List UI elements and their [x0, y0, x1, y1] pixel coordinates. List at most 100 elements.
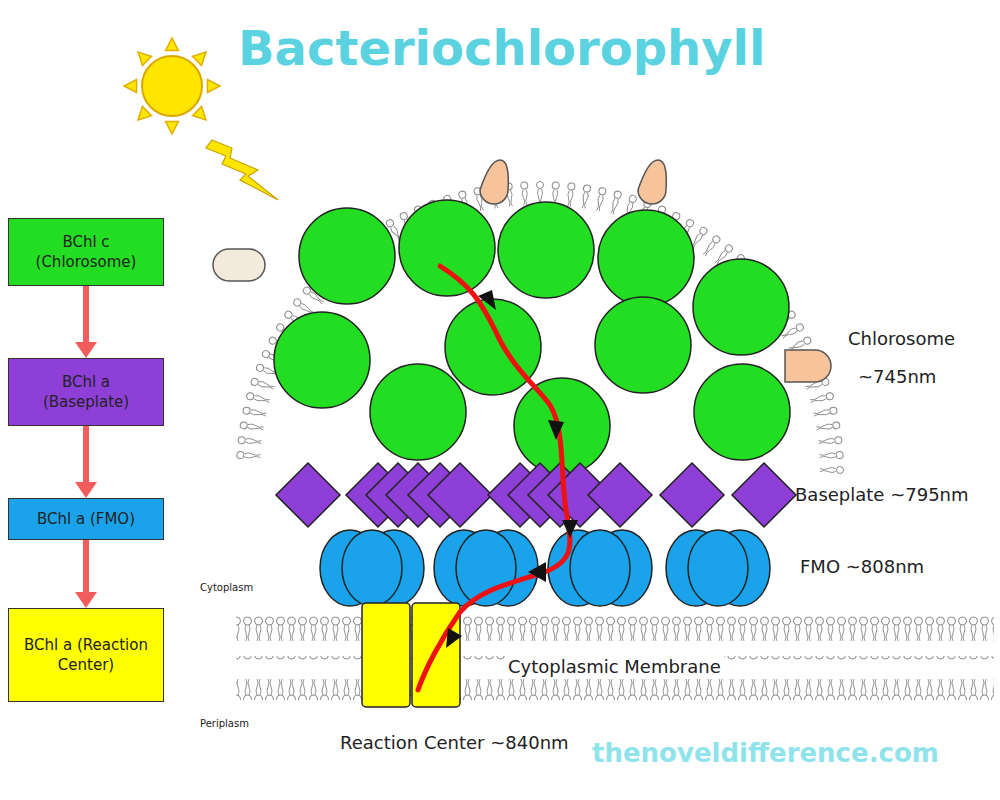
envelope-proteins: [213, 249, 265, 281]
lipid-monolayer: [237, 182, 844, 474]
label: Baseplate ~795nm: [795, 484, 969, 505]
lipid: [818, 436, 842, 445]
lipid: [595, 187, 607, 211]
fmo-trimers: [320, 530, 770, 606]
flow-arrow: [75, 482, 97, 498]
lipid: [836, 451, 843, 458]
lipid: [613, 190, 622, 199]
lipid: [253, 395, 270, 404]
lipid: [567, 183, 575, 191]
lipid: [521, 182, 528, 189]
sun-ray: [166, 38, 179, 51]
lipid: [581, 192, 589, 209]
lipid: [702, 241, 716, 257]
sun-ray: [138, 106, 151, 119]
lipid: [826, 392, 835, 401]
baseplate-unit: [732, 463, 796, 527]
envelope-proteins: [785, 350, 831, 382]
bchl-c-rod: [694, 364, 790, 460]
fmo-subunit: [688, 530, 748, 606]
lipid: [609, 190, 622, 215]
lipid: [685, 218, 695, 228]
lipid: [598, 187, 606, 195]
label: Chlorosome: [848, 328, 955, 349]
flow-arrow: [75, 426, 97, 498]
lightning-bolt: [206, 140, 278, 200]
reaction-center: [362, 603, 410, 707]
lipid: [816, 421, 840, 431]
sun-icon: [124, 38, 220, 134]
sun-ray: [192, 106, 205, 119]
lipid: [583, 184, 591, 192]
flow-box: BChl a (Baseplate): [8, 358, 164, 426]
lipid: [819, 451, 843, 459]
lipid: [284, 310, 294, 320]
bchl-c-rod: [299, 208, 395, 304]
sun-ray: [166, 121, 179, 134]
lipid: [258, 381, 275, 390]
energy-transfer-path: [478, 290, 496, 310]
fmo-subunit: [342, 530, 402, 606]
flow-arrow: [83, 426, 89, 482]
lipid: [610, 198, 619, 215]
lipid: [701, 235, 721, 258]
sun-ray: [124, 80, 137, 93]
baseplate-unit: [428, 463, 492, 527]
label: Periplasm: [200, 718, 249, 729]
sun-ray: [207, 80, 220, 93]
lipid: [567, 190, 574, 206]
flow-arrow: [75, 540, 97, 608]
lipid: [813, 407, 837, 419]
box-text: BChl c (Chlorosome): [17, 232, 155, 272]
lipid: [810, 395, 827, 404]
flow-arrow: [75, 592, 97, 608]
flow-box: BChl a (FMO): [8, 498, 164, 540]
lipid: [596, 195, 604, 212]
lipid: [292, 298, 302, 308]
box-text: BChl a (Reaction Center): [17, 635, 155, 675]
cytoplasmic-membrane: [236, 612, 994, 656]
flow-arrow: [83, 286, 89, 342]
lipid: [835, 436, 843, 444]
lipid: [238, 436, 246, 444]
lipid: [566, 183, 576, 207]
flow-box: BChl a (Reaction Center): [8, 608, 164, 702]
lipid: [244, 453, 260, 459]
box-text: BChl a (FMO): [37, 509, 135, 529]
label: ~745nm: [858, 366, 936, 387]
lipid: [242, 407, 266, 419]
flow-box: BChl c (Chlorosome): [8, 218, 164, 286]
lipid: [829, 407, 837, 415]
flow-arrow: [75, 286, 97, 358]
lipid: [818, 438, 834, 445]
energy-transfer-path: [418, 266, 570, 690]
reaction-center: [362, 603, 460, 707]
label: FMO ~808nm: [800, 556, 924, 577]
bchl-c-rod: [598, 210, 694, 306]
lipid: [537, 182, 544, 189]
lipid: [250, 378, 275, 392]
lipid: [552, 182, 559, 189]
lipid: [522, 189, 528, 205]
envelope-proteins: [638, 160, 666, 204]
bchl-c-rod: [498, 202, 594, 298]
lipid: [813, 409, 830, 417]
label: Cytoplasm: [200, 582, 253, 593]
energy-transfer-path: [562, 520, 578, 538]
baseplate-unit: [276, 463, 340, 527]
label: Cytoplasmic Membrane: [505, 656, 724, 677]
lipid: [385, 218, 395, 228]
baseplate-unit: [588, 463, 652, 527]
lipid: [580, 184, 591, 208]
baseplate-diamonds: [276, 463, 796, 527]
bchl-c-rod: [693, 259, 789, 355]
envelope-proteins: [480, 160, 508, 204]
box-text: BChl a (Baseplate): [17, 372, 155, 412]
bchl-c-rod: [370, 364, 466, 460]
lipid: [250, 409, 267, 417]
bchl-c-rod: [399, 200, 495, 296]
lipid: [820, 467, 844, 474]
lipid: [820, 468, 836, 473]
sun-icon: [124, 38, 220, 134]
